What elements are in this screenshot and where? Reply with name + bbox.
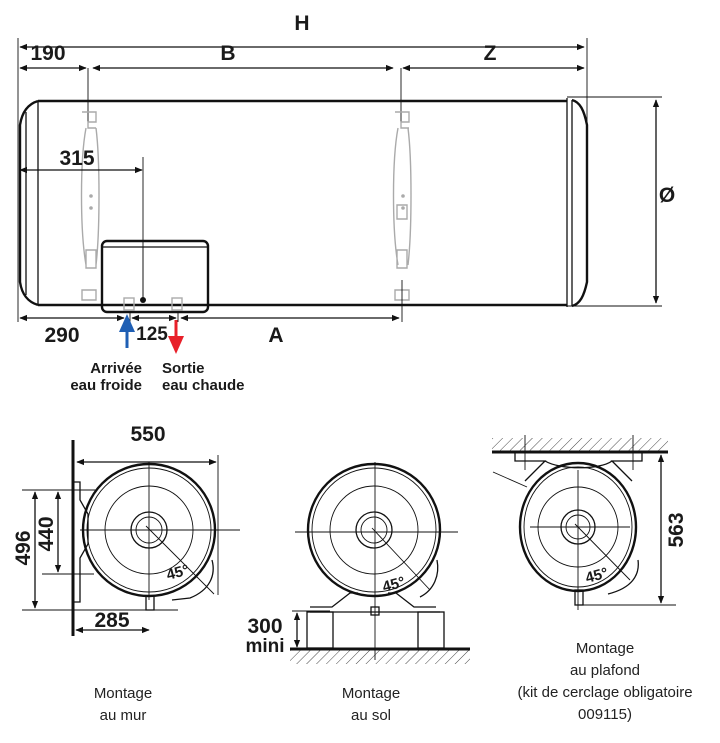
cold-water-inlet-arrow-icon [119, 314, 135, 348]
hot-water-outlet-arrow-icon [168, 320, 184, 354]
dim-label-550: 550 [130, 423, 165, 446]
dim-label-290: 290 [44, 324, 79, 347]
angle-label: 45° [165, 562, 191, 584]
dim-label-Z: Z [484, 42, 497, 65]
dim-label-A: A [268, 324, 283, 347]
caption-wall-line1: Montage [94, 685, 152, 702]
dim-label-125: 125 [136, 324, 168, 345]
angle-label: 45° [584, 565, 610, 587]
tank-body [18, 98, 589, 308]
caption-ceiling-line1: Montage [576, 640, 634, 657]
inlet-label-line1: Arrivée [90, 360, 142, 377]
caption-ceiling-line3: (kit de cerclage obligatoire [517, 684, 692, 701]
floor-mount-view: 45° 300 mini Montage au sol [245, 462, 470, 724]
side-view: H 190 B Z 315 [17, 12, 675, 394]
ceiling-mount-view: 45° 563 Montage au plafond (kit de cercl… [492, 435, 693, 723]
caption-ceiling-line4: 009115) [578, 706, 632, 723]
mounting-bracket-left [80, 111, 100, 301]
dim-label-285: 285 [94, 609, 129, 632]
dim-label-563: 563 [665, 512, 688, 547]
wall-mount-view: 550 45° 496 440 285 Montage au mur [12, 423, 240, 724]
caption-floor-line1: Montage [342, 685, 400, 702]
dim-label-440: 440 [35, 516, 58, 551]
caption-ceiling-line2: au plafond [570, 662, 640, 679]
dim-label-H: H [294, 12, 309, 35]
mounting-bracket-right [392, 111, 412, 301]
caption-wall-line2: au mur [100, 707, 147, 724]
dim-label-496: 496 [12, 530, 35, 565]
control-box [100, 239, 210, 314]
dim-label-B: B [220, 42, 235, 65]
outlet-label-line2: eau chaude [162, 377, 245, 394]
dim-label-300: 300 [247, 615, 282, 638]
caption-floor-line2: au sol [351, 707, 391, 724]
dim-label-315: 315 [59, 147, 94, 170]
angle-label: 45° [381, 574, 407, 596]
inlet-label-line2: eau froide [70, 377, 142, 394]
dim-label-diameter: Ø [659, 184, 675, 207]
dim-label-mini: mini [245, 636, 284, 657]
dim-label-190: 190 [30, 42, 65, 65]
outlet-label-line1: Sortie [162, 360, 205, 377]
